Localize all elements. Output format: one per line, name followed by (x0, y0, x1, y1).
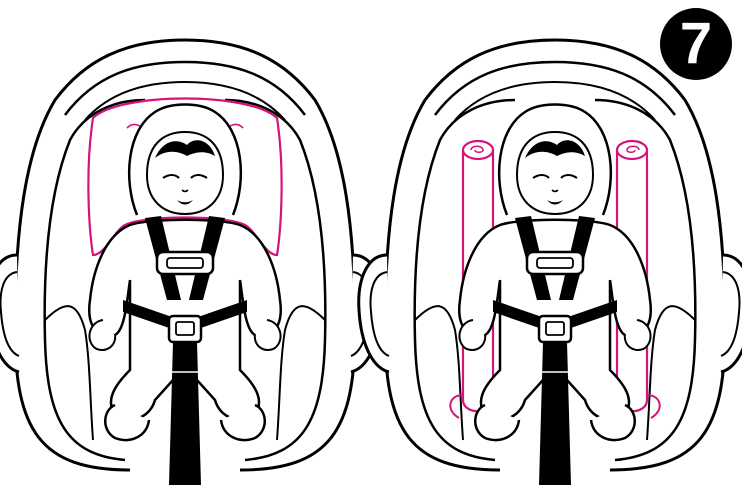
panel-left-car-seat (0, 40, 381, 485)
panel-right-car-seat (359, 40, 742, 485)
step-number-badge: 7 (660, 8, 732, 80)
